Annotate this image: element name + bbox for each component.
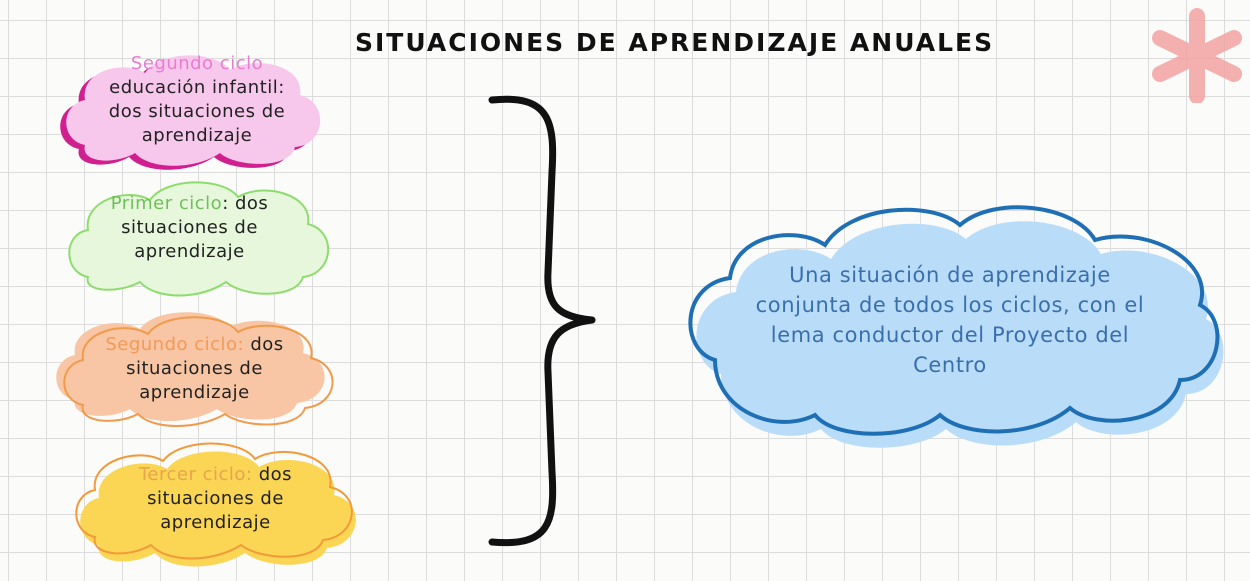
cloud-primer-ciclo: Primer ciclo: dos situaciones de aprendi… [82, 192, 297, 264]
cloud-segundo-ciclo-infantil: Segundo ciclo educación infantil: dos si… [92, 52, 302, 148]
cloud-text: : dos situaciones de aprendizaje [121, 193, 269, 262]
cloud-shape [56, 312, 334, 427]
cloud-text: dos situaciones de aprendizaje [147, 464, 293, 533]
main-cloud-text: Una situación de aprendizaje conjunta de… [755, 263, 1145, 377]
cloud-text: dos situaciones de aprendizaje [126, 334, 284, 403]
cloud-highlight: Segundo ciclo: [105, 334, 245, 355]
cloud-shape [60, 55, 321, 170]
cloud-segundo-ciclo: Segundo ciclo: dos situaciones de aprend… [82, 333, 307, 405]
cloud-shape [68, 181, 330, 297]
cloud-highlight: Primer ciclo [110, 193, 223, 214]
cloud-highlight: Tercer ciclo: [138, 464, 253, 485]
main-cloud-shape [688, 205, 1224, 448]
cloud-highlight: Segundo ciclo [130, 53, 264, 74]
cloud-shape [75, 442, 356, 567]
curly-brace-icon [488, 95, 596, 547]
cloud-tercer-ciclo: Tercer ciclo: dos situaciones de aprendi… [108, 463, 323, 535]
cloud-text: educación infantil: dos situaciones de a… [108, 77, 286, 146]
asterisk-decoration-icon [1152, 8, 1242, 103]
page-title: SITUACIONES DE APRENDIZAJE ANUALES [355, 28, 995, 57]
